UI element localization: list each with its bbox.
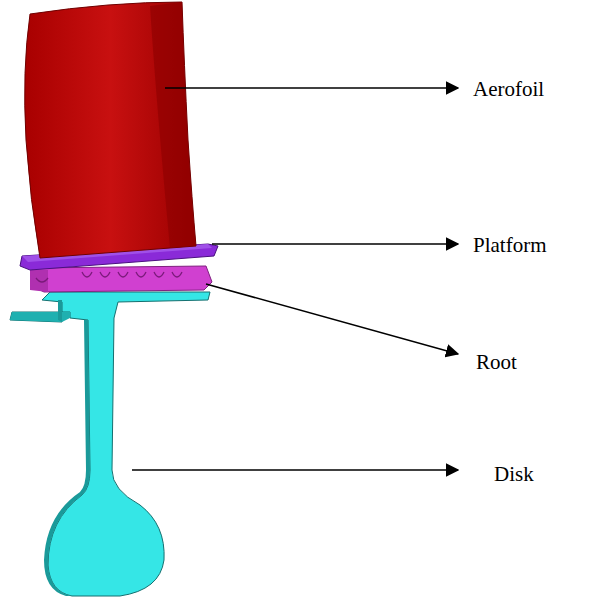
part-label: Aerofoil [473, 79, 544, 100]
part-label: Disk [494, 464, 534, 485]
aerofoil-blade [25, 2, 196, 258]
leader-lines [132, 88, 458, 470]
part-label: Root [476, 352, 517, 373]
blade-root [30, 266, 212, 292]
part-label: Platform [473, 235, 547, 256]
disk [10, 292, 210, 596]
